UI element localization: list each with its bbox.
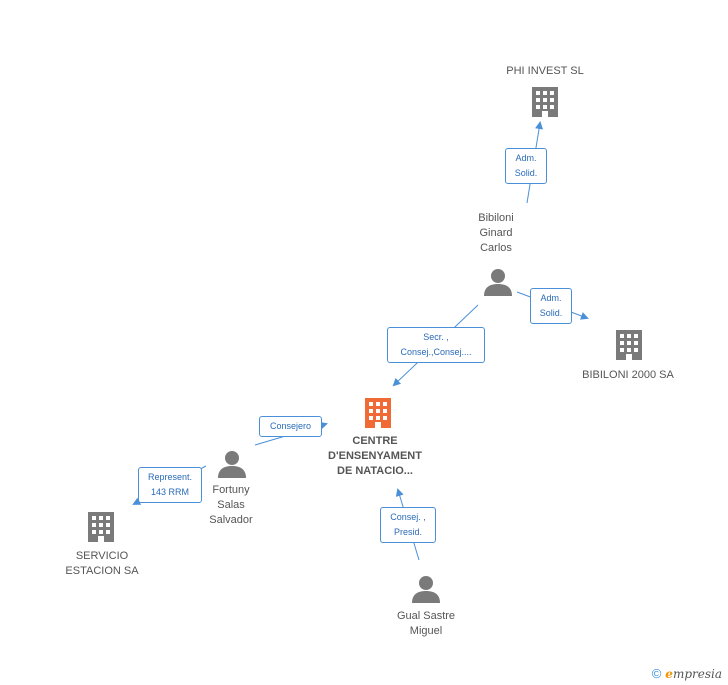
label-line: Miguel bbox=[409, 625, 443, 637]
relation-line: Consej.,Consej.... bbox=[400, 347, 472, 357]
relation-line: Adm. bbox=[540, 293, 562, 303]
label-line: Ginard bbox=[479, 227, 513, 239]
relation-line: 143 RRM bbox=[150, 487, 189, 497]
relation-badge-consej-presid[interactable]: Consej. , Presid. bbox=[380, 507, 436, 543]
brand-logo-text: mpresia bbox=[672, 667, 722, 681]
person-icon[interactable] bbox=[483, 267, 513, 297]
relation-line: Represent. bbox=[147, 472, 193, 482]
node-label-centre[interactable]: CENTRE D'ENSENYAMENT DE NATACIO... bbox=[315, 434, 435, 479]
brand-footer[interactable]: ©empresia bbox=[652, 666, 722, 681]
copyright-icon: © bbox=[651, 666, 662, 681]
relation-badge-consejero[interactable]: Consejero bbox=[259, 416, 322, 437]
relation-badge-represent[interactable]: Represent. 143 RRM bbox=[138, 467, 202, 503]
label-line: Carlos bbox=[480, 242, 512, 254]
relation-badge-adm-solid[interactable]: Adm. Solid. bbox=[530, 288, 572, 324]
label-line: Gual Sastre bbox=[396, 610, 456, 622]
label-line: DE NATACIO... bbox=[337, 465, 413, 477]
person-icon[interactable] bbox=[411, 574, 441, 604]
brand-logo-e: e bbox=[665, 667, 673, 681]
center-company-building-icon[interactable] bbox=[363, 396, 395, 430]
relation-line: Solid. bbox=[539, 308, 563, 318]
node-label-bibiloni-2000[interactable]: BIBILONI 2000 SA bbox=[582, 369, 674, 381]
relation-line: Secr. , bbox=[423, 332, 449, 342]
node-label-fortuny[interactable]: Fortuny Salas Salvador bbox=[185, 483, 277, 528]
node-label-gual[interactable]: Gual Sastre Miguel bbox=[376, 609, 476, 639]
company-building-icon[interactable] bbox=[530, 85, 562, 119]
relation-line: Presid. bbox=[393, 527, 422, 537]
label-line: Fortuny bbox=[212, 484, 250, 496]
relation-line: Consej. , bbox=[390, 512, 426, 522]
node-label-bibiloni-ginard[interactable]: Bibiloni Ginard Carlos bbox=[450, 211, 542, 256]
label-line: Salvador bbox=[209, 514, 253, 526]
relation-line: Adm. bbox=[515, 153, 537, 163]
node-label-phi-invest[interactable]: PHI INVEST SL bbox=[506, 65, 584, 77]
relation-line: Solid. bbox=[514, 168, 538, 178]
person-icon[interactable] bbox=[217, 449, 247, 479]
company-building-icon[interactable] bbox=[614, 328, 646, 362]
relation-badge-adm-solid[interactable]: Adm. Solid. bbox=[505, 148, 547, 184]
node-label-servicio[interactable]: SERVICIO ESTACION SA bbox=[50, 549, 154, 579]
company-building-icon[interactable] bbox=[86, 510, 118, 544]
label-line: D'ENSENYAMENT bbox=[328, 450, 422, 462]
label-line: Salas bbox=[217, 499, 245, 511]
label-line: Bibiloni bbox=[478, 212, 514, 224]
relation-badge-secr-consej[interactable]: Secr. , Consej.,Consej.... bbox=[387, 327, 485, 363]
label-line: SERVICIO bbox=[75, 550, 129, 562]
relation-line: Consejero bbox=[269, 421, 312, 431]
label-line: CENTRE bbox=[352, 435, 398, 447]
label-line: ESTACION SA bbox=[65, 565, 139, 577]
